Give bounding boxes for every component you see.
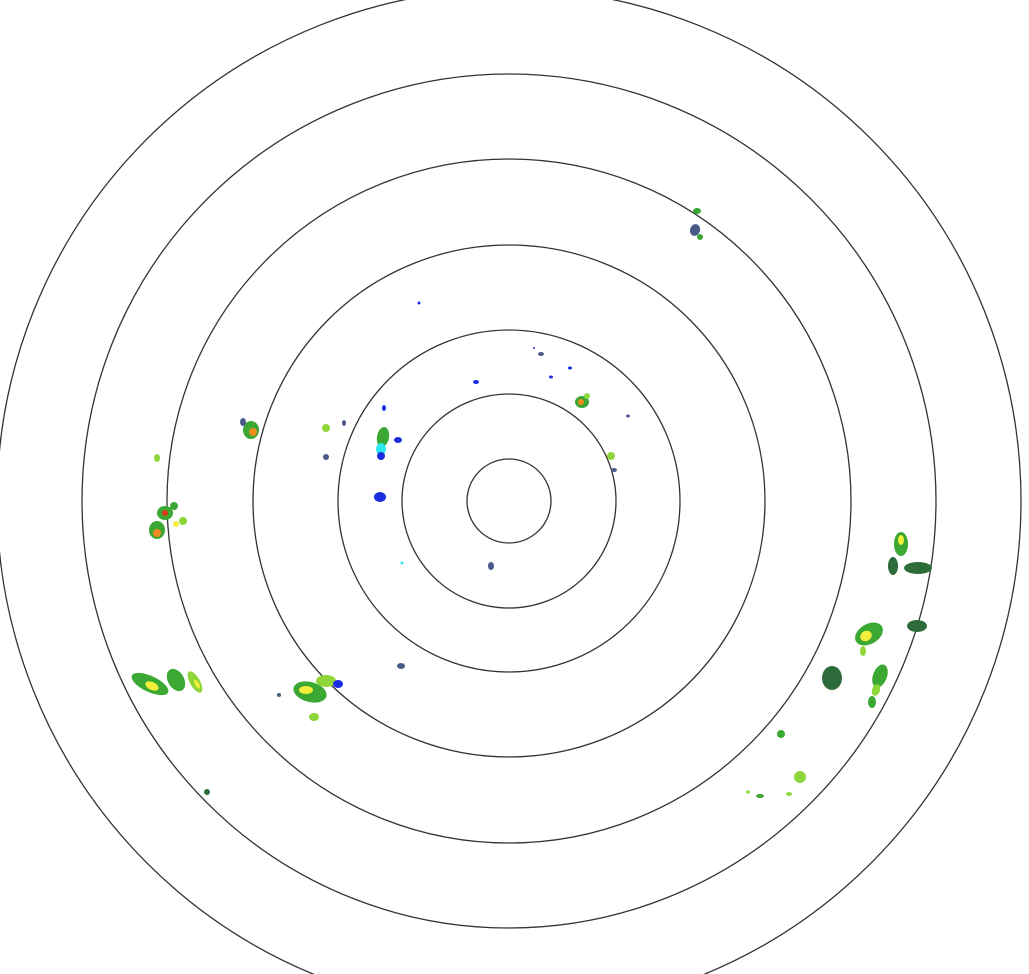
- echo-blue: [473, 380, 479, 384]
- echo-blue: [377, 452, 385, 460]
- echo-green: [868, 696, 876, 708]
- echo-light-green: [794, 771, 806, 783]
- echo-light-green: [860, 646, 866, 656]
- echo-green: [170, 502, 178, 510]
- echo-light-green: [322, 424, 330, 432]
- echo-green: [166, 668, 186, 692]
- echo-slate: [538, 352, 544, 356]
- echo-blue: [382, 405, 386, 411]
- echo-slate: [689, 224, 701, 236]
- echo-green: [777, 730, 785, 738]
- echo-green: [756, 794, 764, 798]
- echo-slate: [342, 420, 346, 426]
- echo-cyan: [400, 561, 404, 565]
- echo-dark-green: [904, 562, 932, 574]
- echo-red: [162, 510, 168, 516]
- echo-yellow: [860, 630, 872, 642]
- echo-light-green: [154, 454, 160, 462]
- echo-light-green: [584, 393, 590, 399]
- echo-slate: [626, 414, 630, 418]
- echo-slate: [611, 468, 617, 472]
- range-ring-2: [401, 393, 617, 609]
- echo-light-green: [309, 713, 319, 721]
- echo-light-green: [179, 517, 187, 525]
- echo-blue: [394, 437, 402, 443]
- range-ring-5: [166, 158, 852, 844]
- echo-dark-green: [822, 666, 842, 690]
- echo-yellow: [898, 535, 904, 545]
- range-ring-1: [466, 458, 552, 544]
- echo-green: [376, 427, 390, 447]
- echo-light-green: [607, 452, 615, 460]
- echo-cyan: [376, 443, 386, 455]
- echo-slate: [397, 663, 405, 669]
- echo-blue: [533, 347, 535, 349]
- echo-yellow: [173, 521, 179, 527]
- echo-yellow: [299, 686, 313, 694]
- echo-light-green: [746, 790, 750, 794]
- range-ring-3: [337, 329, 681, 673]
- echo-slate: [323, 454, 329, 460]
- echo-dark-green: [204, 789, 210, 795]
- echo-slate: [240, 418, 246, 426]
- echo-yellow: [193, 679, 201, 689]
- echo-light-green: [871, 684, 881, 696]
- echo-slate: [488, 562, 494, 570]
- echo-blue: [549, 375, 553, 379]
- echo-dark-green: [888, 557, 898, 575]
- echo-light-green: [786, 792, 792, 796]
- echo-green: [693, 208, 701, 214]
- echo-dark-green: [907, 620, 927, 632]
- range-ring-4: [252, 244, 766, 758]
- echo-green: [697, 234, 703, 240]
- echo-blue: [417, 301, 421, 305]
- echo-light-green: [316, 675, 336, 687]
- echo-blue: [374, 492, 386, 502]
- echo-green: [872, 664, 888, 688]
- precipitation-echoes: [131, 208, 932, 798]
- echo-blue: [333, 680, 343, 688]
- echo-orange: [578, 399, 584, 405]
- range-ring-6: [81, 73, 937, 929]
- echo-orange: [153, 529, 161, 537]
- echo-yellow: [145, 681, 159, 691]
- echo-blue: [568, 366, 572, 370]
- echo-slate: [277, 693, 281, 697]
- echo-orange: [249, 428, 257, 436]
